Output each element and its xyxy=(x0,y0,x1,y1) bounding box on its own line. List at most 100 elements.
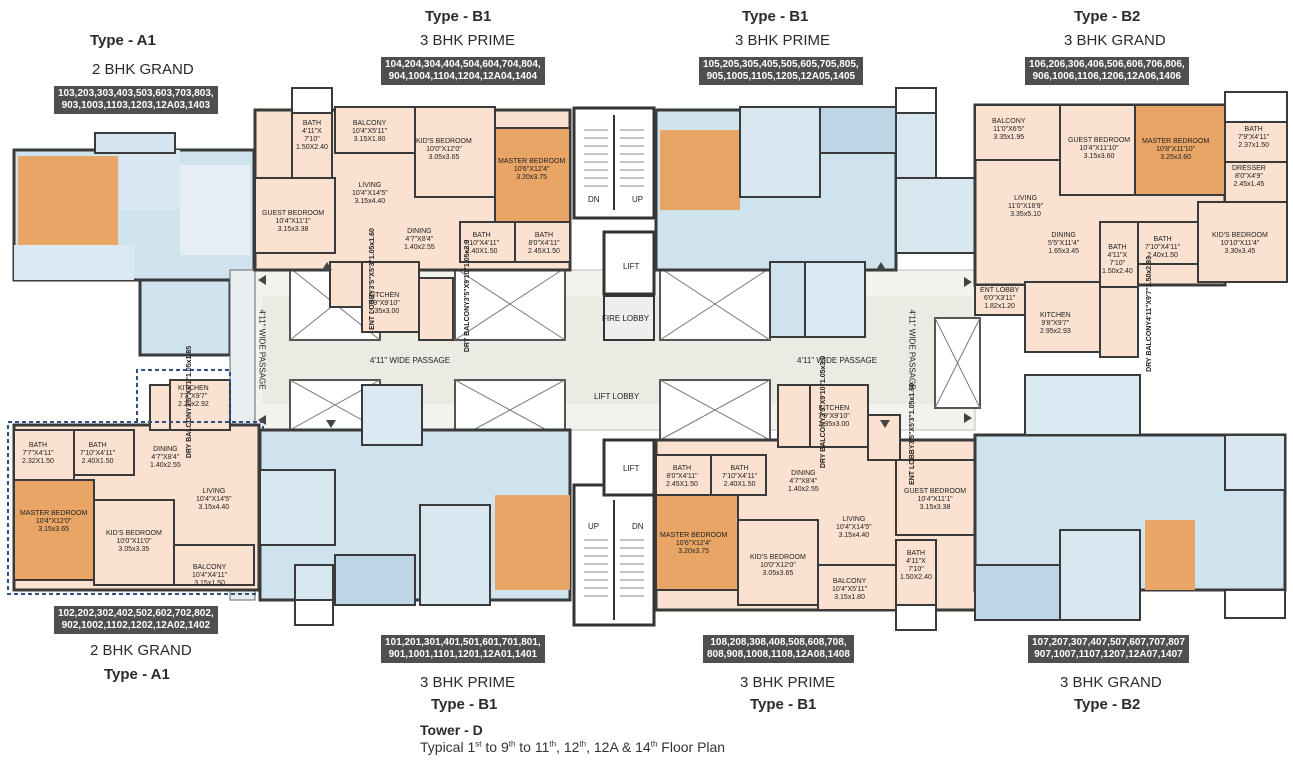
room-dimension: 3.25x3.60 xyxy=(1160,154,1192,161)
room-label: ENT LOBBY3'5"X5'3"1.05x1.60 xyxy=(369,228,377,330)
room-dimension: 1.05x1.60 xyxy=(368,228,376,260)
caption-part: , 12A & 14 xyxy=(586,739,651,755)
room-name: DRESSER xyxy=(1232,165,1266,172)
a1-top-flats-line2: 903,1003,1103,1203,12A03,1403 xyxy=(61,100,211,111)
room-dimension: 10'4"X14'5" xyxy=(196,496,232,503)
room-name: LIVING xyxy=(1014,195,1038,202)
room-label: DRY BALCONY4'11"X9'7"1.50x2.93 xyxy=(1146,256,1154,372)
type-a1-top-title: Type - A1 xyxy=(90,32,156,49)
room-name: DINING xyxy=(153,446,178,453)
stair-up-label: UP xyxy=(632,195,644,204)
room-dimension: 3'5"X5'3" xyxy=(368,259,376,290)
room-dimension: 7'9"X4'11" xyxy=(1238,134,1270,141)
room-dimension: 1.40x2.55 xyxy=(404,244,435,251)
room-dimension: 10'4"X5'11" xyxy=(832,586,868,593)
room-name: BATH xyxy=(672,465,692,472)
b1-top-left-flats-line2: 904,1004,1104,1204,12A04,1404 xyxy=(388,71,538,82)
a1-top-flats-line1: 103,203,303,403,503,603,703,803, xyxy=(58,88,214,99)
b2-bottom-flats: 107,207,307,407,507,607,707,807 907,1007… xyxy=(1028,635,1189,663)
passage-label: 4'11" WIDE PASSAGE xyxy=(257,309,267,390)
room-name: MASTER BEDROOM xyxy=(498,158,566,165)
room-name: DRY BALCONY xyxy=(464,301,472,353)
room-name: BALCONY xyxy=(192,564,227,571)
room-dimension: 1.50x2.93 xyxy=(1145,256,1153,288)
room-dimension: 2.20x2.92 xyxy=(178,401,209,408)
room-dimension: 7'10"X4'11" xyxy=(1145,244,1181,251)
room-dimension: 2.40X1.50 xyxy=(465,248,498,255)
type-b2-bottom-title: Type - B2 xyxy=(1074,696,1141,713)
room-dimension: 4'11"X xyxy=(302,128,322,135)
room-dimension: 10'0"X11'0" xyxy=(116,538,152,545)
room-dimension: 3.20x3.75 xyxy=(678,548,710,555)
b1-bottom-right-flats-line1: 108,208,308,408,508,608,708, xyxy=(710,637,847,648)
room-dimension: 3.15x3.38 xyxy=(277,226,309,233)
room-dimension: 10'4"X5'11" xyxy=(352,128,388,135)
room-dimension: 3.05x3.35 xyxy=(118,546,150,553)
a1-top-name: 2 BHK GRAND xyxy=(92,61,194,78)
room-name: ENT LOBBY xyxy=(980,287,1020,294)
room-dimension: 10'4"X11'1" xyxy=(917,496,953,503)
room-name: DINING xyxy=(407,228,432,235)
room-dimension: 11'0"X6'5" xyxy=(993,126,1025,133)
room-name: KITCHEN xyxy=(178,385,209,392)
room-dimension: 3.05x3.65 xyxy=(428,154,460,161)
room-name: DRY BALCONY xyxy=(1145,320,1153,372)
room-dimension: 4'11"X9'7" xyxy=(1145,287,1153,321)
room-dimension: 2.95x2.93 xyxy=(1040,328,1071,335)
room-dimension: 3.15X1.80 xyxy=(353,136,386,143)
room-dimension: 5'5"X11'4" xyxy=(1048,240,1080,247)
room-name: BATH xyxy=(472,232,491,239)
tower-name: Tower - D xyxy=(420,722,483,738)
room-dimension: 8'0"X4'9" xyxy=(1234,173,1263,180)
room-dimension: 2.37x1.50 xyxy=(1238,142,1269,149)
room-name: KID'S BEDROOM xyxy=(106,530,162,537)
room-dimension: 4'11"X xyxy=(906,558,926,565)
room-dimension: 10'10"X11'4" xyxy=(1220,240,1260,247)
room-name: LIVING xyxy=(202,488,226,495)
room-dimension: 1.50x2.40 xyxy=(1102,268,1133,275)
room-name: BATH xyxy=(1108,244,1127,251)
room-dimension: 3.35x1.95 xyxy=(993,134,1025,141)
room-dimension: 2.40X1.50 xyxy=(81,458,114,465)
room-dimension: 10'6"X12'4" xyxy=(675,540,712,547)
room-label: ENT LOBBY3'5"X5'3"1.05x1.60 xyxy=(909,383,917,485)
room-dimension: 3.15x3.65 xyxy=(38,526,70,533)
caption-sup: th xyxy=(549,739,557,749)
room-name: GUEST BEDROOM xyxy=(904,488,967,495)
room-dimension: 3.15x3.60 xyxy=(1083,153,1115,160)
room-dimension: 10'4"X12'0" xyxy=(35,518,72,525)
room-name: KID'S BEDROOM xyxy=(416,138,472,145)
b1-bottom-right-name: 3 BHK PRIME xyxy=(740,674,836,691)
b1-top-right-flats-line1: 105,205,305,405,505,605,705,805, xyxy=(703,59,859,70)
room-name: BATH xyxy=(28,442,48,449)
room-dimension: 7'9"X9'10" xyxy=(368,300,400,307)
room-dimension: 1.50X2.40 xyxy=(900,574,932,581)
room-name: BALCONY xyxy=(832,578,867,585)
room-name: MASTER BEDROOM xyxy=(20,510,88,517)
b2-top-flats-line2: 906,1006,1106,1206,12A06,1406 xyxy=(1032,71,1182,82)
passage-label: 4'11" WIDE PASSAGE xyxy=(797,356,878,365)
room-dimension: 3.15x4.40 xyxy=(354,198,386,205)
plan-footer: Tower - D Typical 1st to 9th to 11th, 12… xyxy=(420,722,725,755)
